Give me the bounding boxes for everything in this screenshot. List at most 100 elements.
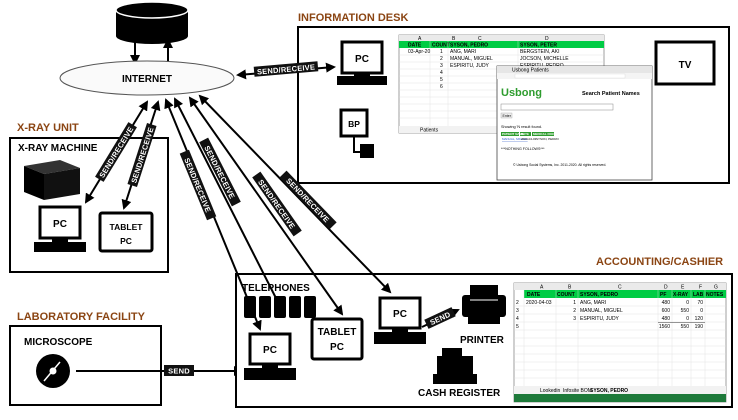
internet-label: INTERNET [122, 74, 172, 85]
internet-cloud [59, 60, 235, 96]
svg-text:SYSON, PEDRO: SYSON, PEDRO [450, 43, 488, 49]
link-telephones: SEND/RECEIVE [164, 98, 262, 331]
xray-pc: PC [34, 205, 86, 252]
svg-text:PC: PC [393, 309, 407, 320]
svg-text:ESPIRITU, JUDY: ESPIRITU, JUDY [450, 63, 490, 69]
svg-text:550: 550 [681, 324, 690, 330]
svg-text:TABLET: TABLET [318, 327, 357, 338]
microscope-label: MICROSCOPE [24, 337, 93, 348]
svg-text:1560: 1560 [659, 324, 670, 330]
information-desk-title: INFORMATION DESK [298, 12, 408, 24]
accounting-spreadsheet: A B C D E F G DATE COUNT SYSON, PEDRO PF… [513, 282, 727, 403]
svg-text:120: 120 [695, 316, 704, 322]
usbong-search-input[interactable] [500, 103, 614, 111]
accounting-tab-1[interactable]: Lookedin [540, 388, 561, 394]
xray-machine-icon [24, 160, 80, 200]
svg-text:LAB: LAB [693, 292, 704, 298]
microscope-icon [36, 354, 70, 388]
svg-text:2: 2 [440, 56, 443, 62]
usbong-heading: Search Patient Names [582, 91, 640, 97]
svg-text:PF: PF [660, 292, 666, 298]
svg-text:Showing 'N result found.: Showing 'N result found. [501, 125, 542, 129]
svg-text:480: 480 [662, 300, 671, 306]
svg-text:SEND/RECEIVE: SEND/RECEIVE [202, 144, 236, 200]
svg-text:2020-04-03: 2020-04-03 [521, 137, 537, 141]
svg-text:SEND: SEND [168, 367, 190, 376]
accounting-sheet-header-row [524, 290, 726, 298]
usbong-enter-button[interactable] [500, 112, 513, 119]
accounting-tab-3[interactable]: SYSON, PEDRO [590, 388, 628, 394]
svg-text:190: 190 [695, 324, 704, 330]
svg-text:MANUAL, MIGUEL: MANUAL, MIGUEL [450, 56, 493, 62]
svg-text:JOCSON, MICHELLE: JOCSON, MICHELLE [520, 56, 569, 62]
xray-tablet-pc: TABLET PC [98, 211, 154, 253]
svg-text:G: G [714, 285, 718, 291]
svg-text:0: 0 [686, 300, 689, 306]
svg-text:PC: PC [330, 342, 344, 353]
svg-text:6: 6 [440, 84, 443, 90]
usbong-url-bar[interactable] [514, 73, 626, 79]
svg-text:600: 600 [662, 308, 671, 314]
svg-text:X-RAY: X-RAY [673, 292, 689, 298]
svg-text:5: 5 [516, 324, 519, 330]
printer-label: PRINTER [460, 335, 505, 346]
info-sheet-tab[interactable]: Patients [420, 128, 439, 134]
svg-text:A: A [418, 36, 422, 42]
svg-text:0: 0 [686, 316, 689, 322]
svg-text:70: 70 [697, 300, 703, 306]
svg-text:DATE: DATE [408, 43, 422, 49]
usbong-tab-title[interactable]: Usbong Patients [512, 68, 549, 74]
accounting-tab-2[interactable]: Infosite BOM [563, 388, 592, 394]
accounting-pc-right: PC [374, 296, 426, 344]
svg-text:PC: PC [263, 345, 277, 356]
svg-text:1: 1 [573, 300, 576, 306]
svg-text:5: 5 [440, 77, 443, 83]
svg-text:550: 550 [681, 308, 690, 314]
svg-text:MANUAL, MIGUEL: MANUAL, MIGUEL [580, 308, 623, 314]
cash-register-icon [433, 348, 477, 384]
svg-text:4: 4 [440, 70, 443, 76]
svg-text:C: C [478, 36, 482, 42]
svg-text:0: 0 [700, 308, 703, 314]
link-lab-send: SEND [76, 365, 244, 376]
svg-text:D: D [545, 36, 549, 42]
accounting-title: ACCOUNTING/CASHIER [596, 256, 723, 268]
svg-text:2: 2 [516, 300, 519, 306]
printer-icon [462, 285, 506, 324]
svg-text:SYSON, PETER: SYSON, PETER [520, 43, 557, 49]
accounting-tablet-pc: TABLET PC [310, 317, 364, 361]
svg-text:B: B [568, 285, 572, 291]
svg-text:03-Apr-20: 03-Apr-20 [408, 49, 430, 55]
svg-text:PATIENT NAME: PATIENT NAME [502, 132, 524, 136]
svg-text:F: F [699, 285, 702, 291]
svg-text:PC: PC [53, 219, 67, 230]
usbong-patient-link[interactable]: MANUAL, MIGUEL [502, 137, 528, 141]
svg-text:ESPIRITU, JUDY: ESPIRITU, JUDY [580, 316, 620, 322]
usbong-logo: Usbong [501, 87, 542, 99]
svg-text:2020-04-03: 2020-04-03 [526, 300, 552, 306]
usbong-browser-window: Usbong Patients Usbong Search Patient Na… [496, 65, 653, 181]
cash-register-label: CASH REGISTER [418, 388, 501, 399]
svg-text:1: 1 [440, 49, 443, 55]
laboratory-box [9, 325, 162, 406]
svg-text:BERGSTEIN, AKI: BERGSTEIN, AKI [520, 49, 559, 55]
info-desk-pc-label: PC [355, 54, 369, 65]
svg-text:DATE: DATE [521, 132, 529, 136]
telephones-label: TELEPHONES [242, 283, 310, 294]
svg-text:B: B [452, 36, 456, 42]
tv: TV [654, 40, 716, 86]
svg-text:DATE: DATE [527, 292, 541, 298]
svg-text:A: A [540, 285, 544, 291]
svg-text:3: 3 [440, 63, 443, 69]
svg-text:E: E [681, 285, 685, 291]
svg-text:NOTES: NOTES [706, 292, 724, 298]
bp-label: BP [348, 119, 360, 129]
svg-text:SYSON, PEDRO: SYSON, PEDRO [580, 292, 618, 298]
svg-text:ANG, MARI: ANG, MARI [450, 49, 476, 55]
svg-text:480: 480 [662, 316, 671, 322]
svg-text:3: 3 [516, 308, 519, 314]
svg-text:TABLET: TABLET [110, 222, 144, 232]
xray-unit-title: X-RAY UNIT [17, 122, 79, 134]
svg-text:PC: PC [120, 236, 132, 246]
